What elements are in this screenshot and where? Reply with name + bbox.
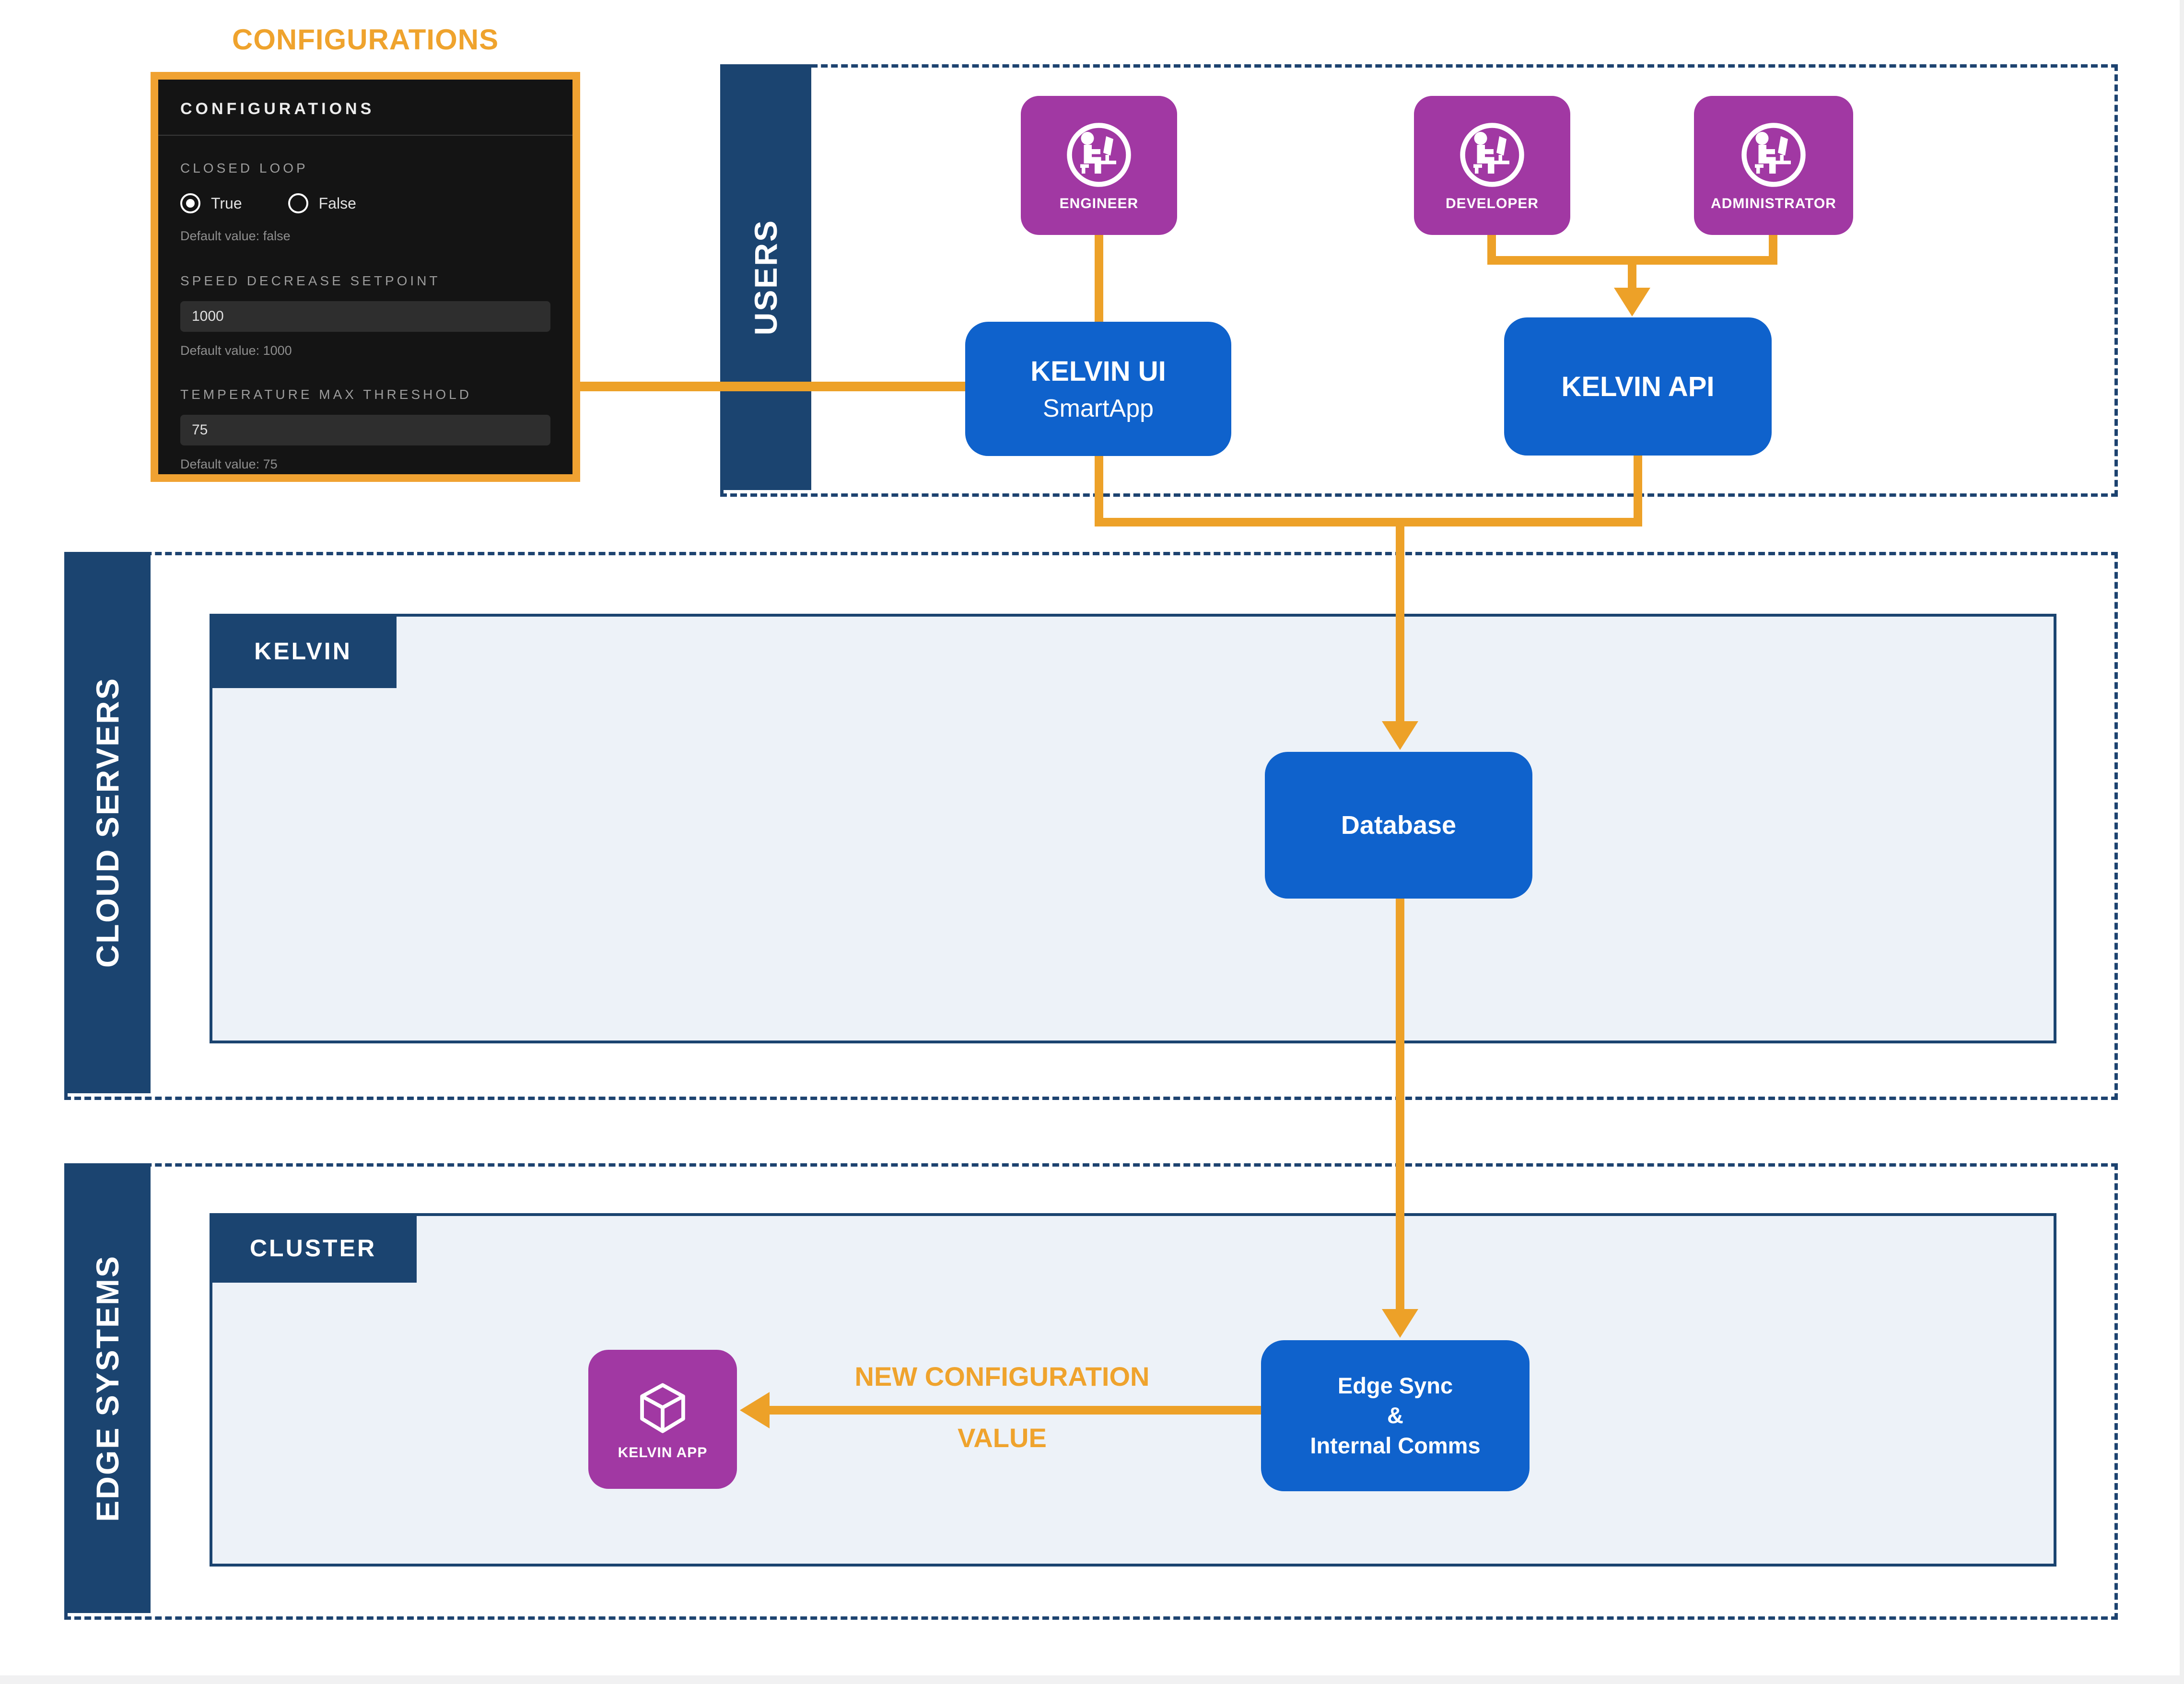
flow-label-line2: VALUE — [958, 1423, 1047, 1453]
closed-loop-radio-group: True False — [180, 193, 550, 213]
connector-join-to-kelvin-api — [1628, 256, 1636, 291]
panel-divider — [158, 135, 572, 136]
node-database: Database — [1265, 752, 1532, 899]
right-page-strip — [2180, 0, 2184, 1684]
arrowhead-into-edge-sync — [1382, 1309, 1418, 1338]
user-box-engineer: ENGINEER — [1021, 96, 1177, 235]
radio-true-icon[interactable] — [180, 193, 200, 213]
node-edge-sync-line2: & — [1387, 1403, 1403, 1428]
temp-threshold-input[interactable] — [180, 415, 550, 445]
node-edge-sync-line1: Edge Sync — [1337, 1373, 1453, 1399]
users-lane-band: USERS — [720, 64, 811, 490]
flow-label-line1: NEW CONFIGURATION — [854, 1361, 1150, 1392]
bottom-page-strip — [0, 1675, 2184, 1684]
cloud-servers-lane-band: CLOUD SERVERS — [64, 552, 151, 1093]
connector-join-to-database — [1396, 518, 1404, 724]
configurations-panel: CONFIGURATIONS CLOSED LOOP True False De… — [151, 72, 580, 482]
arrowhead-into-database — [1382, 721, 1418, 750]
person-at-desk-icon — [1738, 119, 1810, 191]
kelvin-container-label: KELVIN — [254, 637, 352, 665]
kelvin-container: KELVIN — [210, 614, 2056, 1043]
edge-systems-lane-band: EDGE SYSTEMS — [64, 1163, 151, 1613]
users-lane-label: USERS — [748, 219, 783, 336]
connector-config-to-kelvin-ui — [578, 382, 969, 391]
node-kelvin-app-label: KELVIN APP — [618, 1445, 708, 1461]
connector-kelvin-ui-down — [1095, 455, 1103, 526]
radio-false-icon[interactable] — [288, 193, 308, 213]
person-at-desk-icon — [1456, 119, 1528, 191]
node-kelvin-app: KELVIN APP — [588, 1350, 737, 1489]
closed-loop-label: CLOSED LOOP — [180, 161, 308, 175]
node-kelvin-ui: KELVIN UI SmartApp — [965, 322, 1231, 456]
configurations-title: CONFIGURATIONS — [232, 23, 499, 56]
radio-true[interactable]: True — [180, 193, 242, 213]
arrowhead-into-kelvin-api — [1614, 288, 1650, 316]
cube-icon — [631, 1378, 694, 1440]
radio-false[interactable]: False — [288, 193, 356, 213]
edge-systems-lane-label: EDGE SYSTEMS — [90, 1254, 125, 1522]
node-database-title: Database — [1341, 811, 1457, 840]
speed-setpoint-input[interactable] — [180, 301, 550, 332]
user-box-administrator: ADMINISTRATOR — [1694, 96, 1853, 235]
cloud-servers-lane-label: CLOUD SERVERS — [90, 677, 125, 968]
connector-edge-sync-to-kelvin-app — [767, 1406, 1262, 1415]
user-box-developer: DEVELOPER — [1414, 96, 1570, 235]
arrowhead-into-kelvin-app — [740, 1392, 770, 1428]
node-kelvin-api: KELVIN API — [1504, 317, 1772, 456]
kelvin-container-tab: KELVIN — [210, 614, 397, 688]
temp-threshold-default-note: Default value: 75 — [180, 457, 278, 471]
connector-engineer-to-kelvin-ui — [1095, 233, 1103, 325]
connector-kelvin-api-down — [1634, 455, 1642, 526]
radio-true-label: True — [211, 194, 242, 212]
configurations-panel-header: CONFIGURATIONS — [180, 100, 375, 118]
temp-threshold-label: TEMPERATURE MAX THRESHOLD — [180, 387, 472, 402]
user-box-label: ENGINEER — [1059, 196, 1139, 211]
cluster-container: CLUSTER — [210, 1213, 2056, 1567]
speed-setpoint-label: SPEED DECREASE SETPOINT — [180, 273, 441, 288]
node-kelvin-ui-subtitle: SmartApp — [1042, 394, 1154, 422]
cluster-container-label: CLUSTER — [249, 1234, 377, 1262]
node-kelvin-ui-title: KELVIN UI — [1030, 355, 1166, 387]
cluster-container-tab: CLUSTER — [210, 1213, 417, 1283]
connector-ui-api-join — [1095, 518, 1642, 526]
radio-false-label: False — [318, 194, 356, 212]
speed-setpoint-default-note: Default value: 1000 — [180, 343, 292, 358]
person-at-desk-icon — [1063, 119, 1135, 191]
node-edge-sync: Edge Sync & Internal Comms — [1261, 1340, 1530, 1491]
user-box-label: ADMINISTRATOR — [1711, 196, 1836, 211]
node-edge-sync-line3: Internal Comms — [1310, 1432, 1481, 1458]
user-box-label: DEVELOPER — [1445, 196, 1539, 211]
closed-loop-default-note: Default value: false — [180, 229, 291, 243]
node-kelvin-api-title: KELVIN API — [1561, 371, 1715, 402]
connector-database-to-edge-sync — [1396, 898, 1404, 1311]
